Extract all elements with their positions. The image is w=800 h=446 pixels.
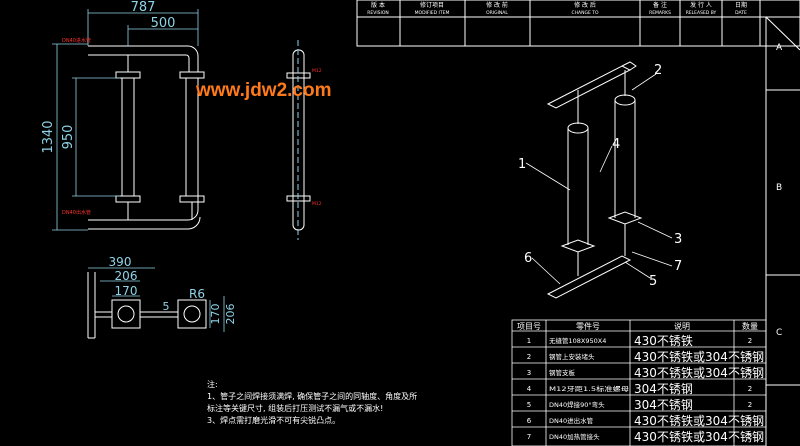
table-row: 6 DN40进出水管 430不锈铁或304不锈钢 2 — [527, 414, 764, 428]
cell-qty: 2 — [748, 417, 752, 425]
dim-170: 170 — [115, 284, 138, 298]
cell-part: 无缝管108X950X4 — [549, 336, 606, 345]
parts-table-grid — [511, 319, 767, 446]
rev-col-5-en: RELEASED BY — [686, 10, 717, 16]
table-row: 4 M12牙距1.5标准螺母 304不锈钢 2 — [527, 382, 752, 396]
callout-7: 7 — [674, 259, 682, 274]
table-row: 3 钢管支板 430不锈铁或304不锈钢 2 — [527, 366, 764, 380]
cell-desc: 430不锈铁或304不锈钢 — [634, 414, 764, 428]
notes-title: 注: — [207, 379, 218, 389]
parts-table-headers: 项目号 零件号 说明 数量 — [517, 321, 758, 331]
hdr-no: 项目号 — [517, 322, 541, 331]
note-inlet: DN40进水管 — [62, 37, 91, 44]
zone-b-label: B — [776, 183, 782, 193]
dim-v206: 206 — [224, 304, 237, 325]
rev-col-1-cn: 修订项目 — [420, 1, 444, 9]
cell-no: 2 — [527, 353, 531, 361]
cell-desc: 304不锈钢 — [634, 398, 693, 412]
callout-2: 2 — [654, 63, 662, 78]
cell-no: 4 — [527, 385, 532, 393]
cell-no: 6 — [527, 417, 532, 425]
top-dimensions — [88, 267, 225, 332]
cell-part: DN40焊接90°弯头 — [549, 400, 605, 409]
notes-line-2: 标注等关键尺寸, 组装后打压测试不漏气或不漏水! — [207, 403, 383, 413]
callout-4: 4 — [612, 137, 620, 152]
cell-desc: 430不锈铁或304不锈钢 — [634, 430, 764, 444]
rev-col-3-en: CHANGE TO — [571, 10, 598, 16]
dim-5: 5 — [163, 300, 170, 313]
cell-desc: 304不锈钢 — [634, 382, 693, 396]
table-row: 5 DN40焊接90°弯头 304不锈钢 2 — [527, 398, 752, 412]
dim-inner-height: 950 — [61, 125, 76, 150]
dim-overall-width: 787 — [131, 0, 156, 15]
dim-390: 390 — [109, 255, 132, 269]
cell-part: M12牙距1.5标准螺母 — [549, 384, 630, 393]
revision-headers: 版 本 REVISION 修订项目 MODIFIED ITEM 修 改 前 OR… — [367, 1, 747, 16]
cell-desc: 430不锈铁或304不锈钢 — [634, 350, 764, 364]
callout-3: 3 — [674, 232, 682, 247]
callout-1: 1 — [518, 157, 526, 172]
table-row: 1 无缝管108X950X4 430不锈铁 2 — [527, 334, 752, 348]
cell-desc: 430不锈铁 — [634, 334, 693, 348]
zone-border — [765, 16, 800, 446]
watermark: www.jdw2.com — [195, 80, 332, 101]
parts-table-rows: 1 无缝管108X950X4 430不锈铁 2 2 钢管上安装堵头 430不锈铁… — [527, 334, 764, 444]
iso-view — [546, 61, 643, 299]
callout-6: 6 — [524, 251, 532, 266]
iso-callouts: 1 2 3 4 5 6 7 — [518, 63, 682, 289]
side-view — [286, 40, 311, 240]
cell-qty: 2 — [748, 353, 752, 361]
revision-block — [356, 0, 800, 47]
rev-col-6-en: DATE — [735, 10, 747, 16]
cell-no: 7 — [527, 433, 531, 441]
cell-qty: 2 — [748, 433, 752, 441]
rev-col-1-en: MODIFIED ITEM — [415, 10, 450, 16]
top-view — [87, 272, 207, 339]
cell-part: 钢管上安装堵头 — [549, 352, 595, 361]
dim-overall-height: 1340 — [41, 120, 56, 153]
hdr-qty: 数量 — [742, 321, 758, 331]
cell-part: DN40进出水管 — [549, 416, 594, 425]
front-view — [88, 45, 205, 230]
cell-no: 3 — [527, 369, 531, 377]
hdr-part: 零件号 — [576, 321, 600, 331]
notes-line-1: 1、管子之间焊接须满焊, 确保管子之间的同轴度、角度及所 — [207, 391, 417, 401]
cell-part: DN40加热管接头 — [549, 432, 600, 441]
dim-r6: R6 — [189, 287, 205, 301]
dim-v170: 170 — [209, 304, 222, 325]
rev-col-4-cn: 备 注 — [653, 1, 667, 9]
cell-no: 1 — [527, 337, 531, 345]
rev-col-3-cn: 修 改 后 — [574, 1, 596, 9]
cell-no: 5 — [527, 401, 531, 409]
rev-col-4-en: REMARKS — [649, 10, 671, 16]
zone-c-label: C — [776, 328, 782, 338]
note-outlet: DN40出水管 — [62, 209, 91, 216]
callout-5: 5 — [649, 274, 657, 289]
notes-line-3: 3、焊点需打磨光滑不可有尖锐凸点。 — [207, 415, 340, 425]
cell-qty: 2 — [748, 369, 752, 377]
side-note-bottom: M12 — [312, 201, 322, 207]
cell-qty: 2 — [748, 385, 752, 393]
rev-col-0-en: REVISION — [367, 10, 388, 16]
rev-col-0-cn: 版 本 — [371, 1, 385, 9]
cell-qty: 2 — [748, 337, 752, 345]
dim-206: 206 — [115, 269, 138, 283]
table-row: 7 DN40加热管接头 430不锈铁或304不锈钢 2 — [527, 430, 764, 444]
rev-col-5-cn: 发 行 人 — [690, 1, 712, 9]
hdr-desc: 说明 — [674, 321, 690, 331]
table-row: 2 钢管上安装堵头 430不锈铁或304不锈钢 2 — [527, 350, 764, 364]
iso-leaders — [525, 73, 673, 285]
cell-desc: 430不锈铁或304不锈钢 — [634, 366, 764, 380]
rev-col-6-cn: 日期 — [735, 1, 747, 9]
rev-col-2-en: ORIGINAL — [486, 10, 508, 16]
dim-inner-width: 500 — [151, 16, 176, 31]
zone-a-label: A — [776, 43, 783, 53]
rev-col-2-cn: 修 改 前 — [486, 1, 508, 9]
cell-part: 钢管支板 — [549, 368, 576, 377]
front-dimensions — [52, 9, 199, 231]
cell-qty: 2 — [748, 401, 752, 409]
side-note-top: M12 — [312, 68, 322, 74]
